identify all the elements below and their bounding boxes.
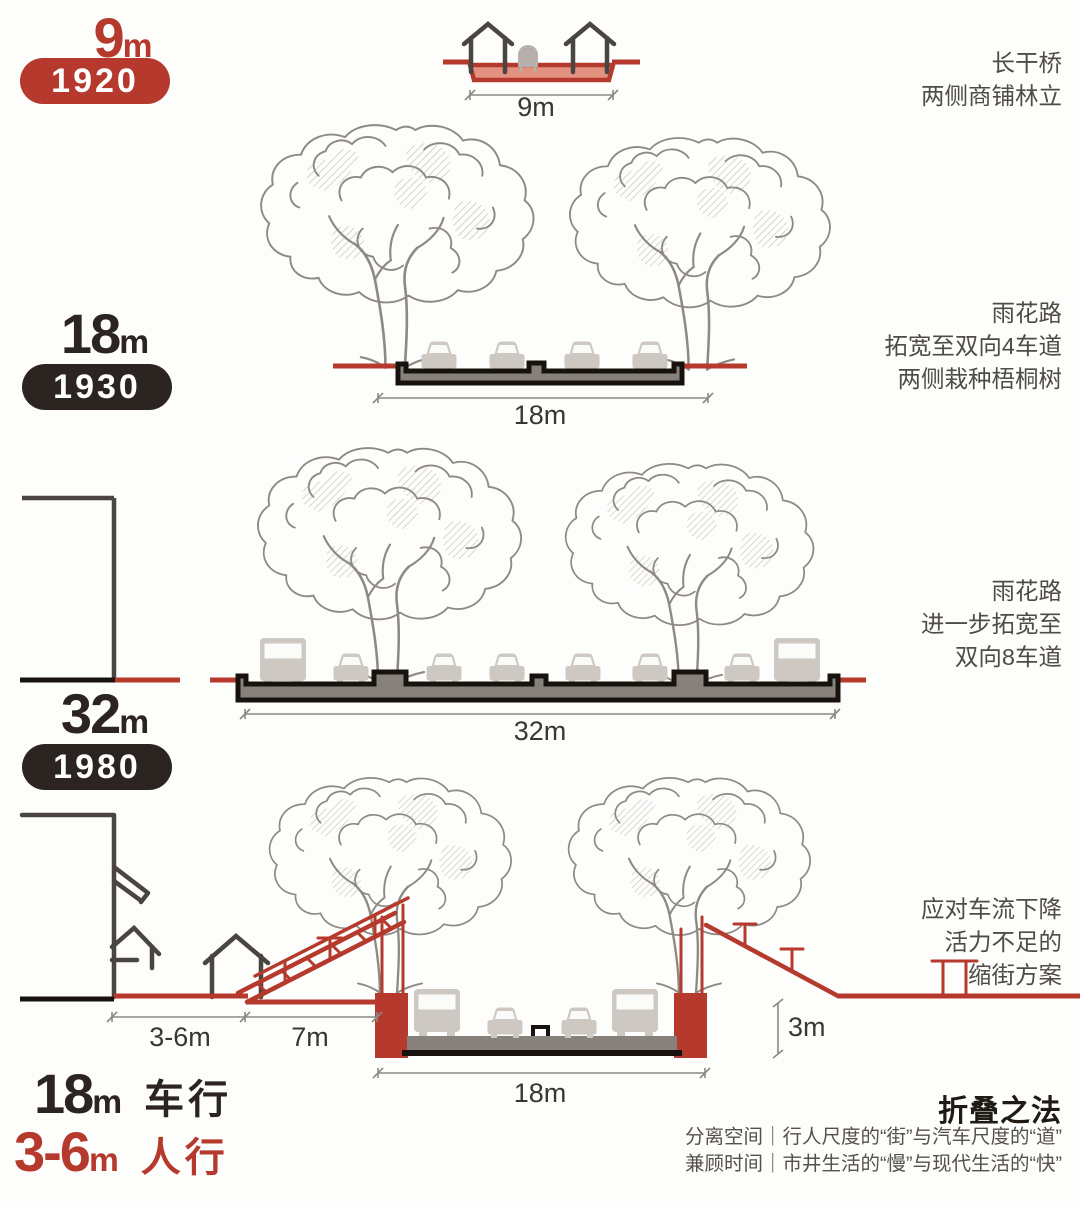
awning [111,864,151,905]
section-proposal-cross-section [19,812,1080,1079]
dimension-line-drop-height [772,998,784,1059]
dimension-line-9m [464,89,619,101]
dimension-label-ramp: 7m [291,1022,329,1052]
caption-line: 两侧商铺林立 [921,83,1062,109]
legend-value: 18m [34,1062,122,1125]
dimension-line-32m [239,708,841,720]
building-outline [19,812,162,1000]
caption-line: 雨花路 [991,578,1063,604]
section-1930-cross-section [333,341,747,404]
railing-posts [732,922,979,998]
dimension-line-18m [372,392,714,404]
caption-line: 进一步拓宽至 [921,611,1062,637]
width-unit: m [119,324,150,361]
caption-1930: 雨花路 拓宽至双向4车道 两侧栽种梧桐树 [884,297,1062,396]
legend-label: 车行 [144,1078,233,1122]
legend-label: 人行 [140,1136,229,1180]
small-house [202,933,271,1000]
section-1920-cross-section [443,21,640,101]
deck-posts [380,903,405,997]
street-bed [467,62,616,83]
shop-houses [461,21,617,75]
footer-notes: 分离空间｜行人尺度的“街”与汽车尺度的“道” 兼顾时间｜市井生活的“慢”与现代生… [685,1124,1062,1178]
dimension-label-sidewalk: 3-6m [149,1022,211,1052]
building-outline-1980 [20,495,180,683]
dimension-line-carriageway [372,1067,711,1079]
width-unit: m [122,28,153,65]
left-ramp-stairs [235,896,410,1005]
footer-note-line: 兼顾时间｜市井生活的“慢”与现代生活的“快” [685,1153,1062,1175]
era-1930-year-pill: 1930 [22,364,172,410]
width-value: 18 [60,302,121,365]
width-value: 32 [60,682,121,745]
width-value: 9 [93,6,124,69]
awning [109,924,162,971]
caption-line: 雨花路 [991,300,1063,326]
legend-value: 3-6m [14,1120,119,1183]
roadbed-8-lanes [235,669,841,703]
caption-1920: 长干桥 两侧商铺林立 [921,47,1062,113]
caption-proposal: 应对车流下降 活力不足的 缩街方案 [921,893,1062,992]
era-1930-width-badge: 18m [30,306,180,362]
deck-posts [679,915,704,995]
footer-note-line: 分离空间｜行人尺度的“街”与汽车尺度的“道” [685,1126,1062,1148]
legend-pedestrian: 3-6m 人行 [14,1124,229,1180]
house-walls [570,35,610,75]
caption-line: 活力不足的 [944,929,1063,955]
dimension-label-18m: 18m [513,400,567,430]
median [531,1025,550,1036]
era-1920-year-pill: 1920 [20,58,170,104]
caption-line: 缩街方案 [968,962,1062,988]
roadbed-surface [407,1028,677,1052]
era-1980-year-pill: 1980 [22,744,172,790]
legend-vehicular: 18m 车行 [34,1066,232,1122]
footer-title: 折叠之法 [938,1095,1062,1128]
era-1980-width-badge: 32m [30,686,180,742]
era-1920-width-badge: 9m [48,10,198,66]
house-walls [468,35,508,75]
red-pier-left [375,993,408,1058]
rickshaw-figure [518,45,538,73]
caption-line: 应对车流下降 [921,896,1062,922]
section-1980-cross-section [210,638,866,720]
caption-line: 两侧栽种梧桐树 [897,366,1063,392]
width-unit: m [119,704,150,741]
red-pier-right [674,993,707,1058]
roadbed-4-lanes [395,360,685,386]
dimension-line-sidewalk-ramp [106,1011,383,1023]
dimension-label-32m: 32m [513,716,567,746]
caption-1980: 雨花路 进一步拓宽至 双向8车道 [921,575,1062,674]
dimension-label-carriageway: 18m [513,1078,567,1108]
caption-line: 长干桥 [991,50,1063,76]
caption-line: 双向8车道 [954,644,1062,670]
dimension-label-9m: 9m [517,92,555,122]
dimension-label-drop-height: 3m [788,1012,826,1042]
caption-line: 拓宽至双向4车道 [884,333,1062,359]
right-ramp [679,915,979,999]
